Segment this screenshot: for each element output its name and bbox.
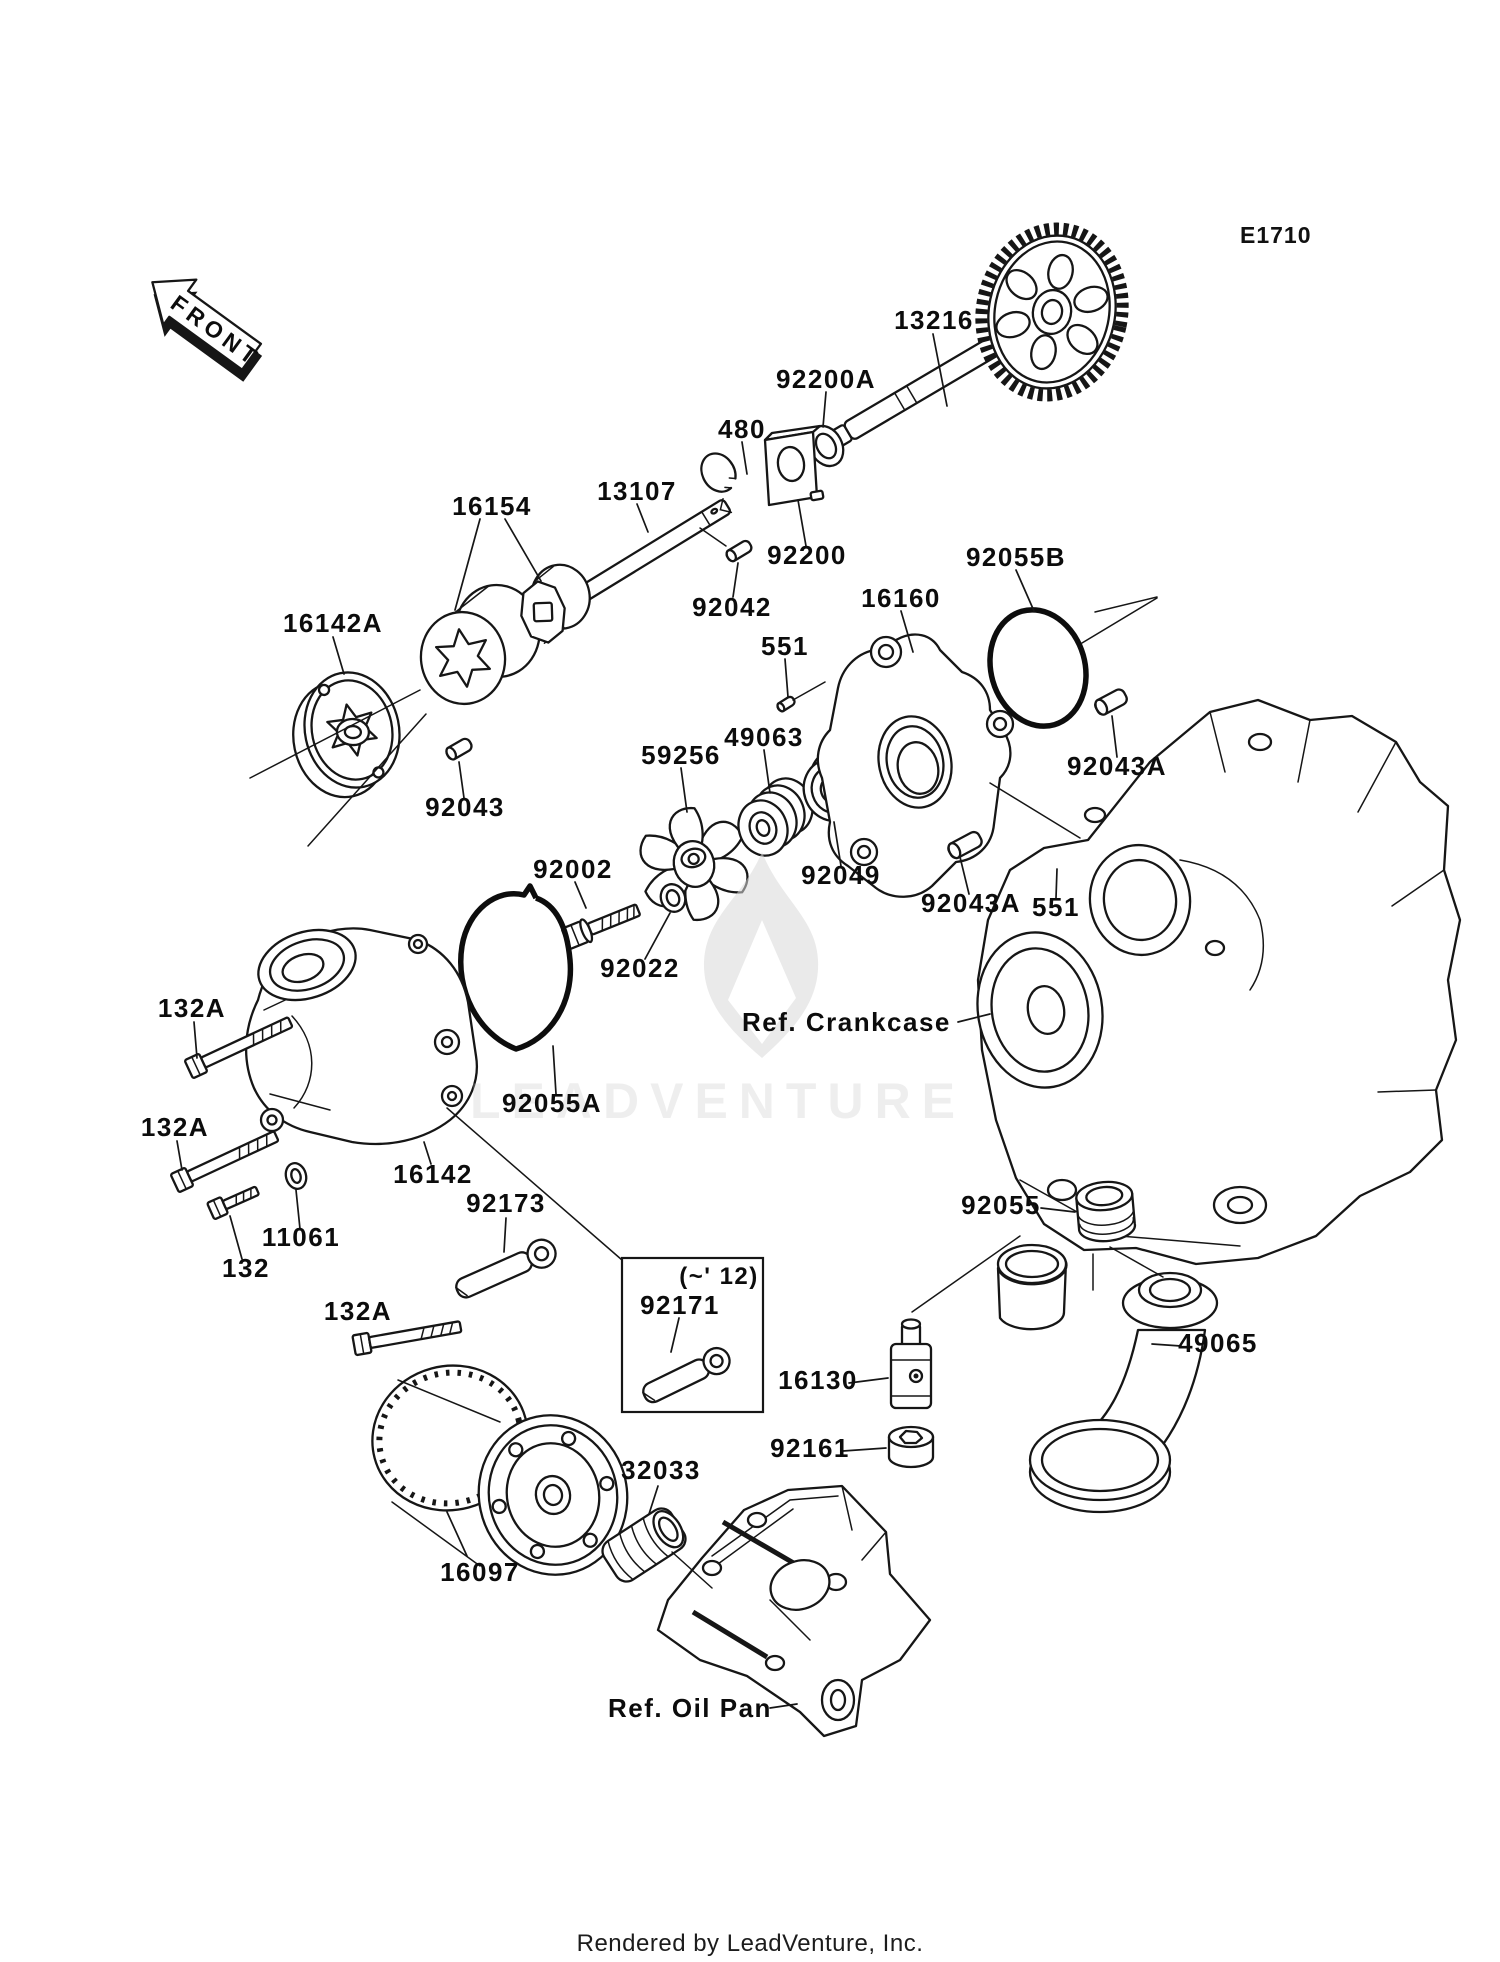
gear-shaft-13216-drawing [824, 222, 1129, 451]
part-label-11061: 11061 [262, 1222, 340, 1252]
part-label-92200a: 92200A [776, 364, 876, 394]
part-label-16142: 16142 [393, 1159, 473, 1189]
part-label-92049: 92049 [801, 860, 881, 890]
part-label-92042: 92042 [692, 592, 772, 622]
impeller-59256-drawing [639, 807, 749, 921]
shaft-13107-drawing [573, 497, 733, 604]
diagram-code: E1710 [1240, 222, 1312, 248]
part-label-92043: 92043 [425, 792, 505, 822]
plate-92200-drawing [763, 424, 825, 507]
pin-551-upper-drawing [776, 695, 796, 713]
part-label-92043a-right: 92043A [1067, 751, 1167, 781]
part-label-132a-2: 132A [141, 1112, 209, 1142]
part-label-16142a: 16142A [283, 608, 383, 638]
bracket-92173-drawing [455, 1238, 557, 1299]
part-label-92055b: 92055B [966, 542, 1066, 572]
plug-92055-drawing [1075, 1180, 1137, 1243]
part-label-16130: 16130 [778, 1365, 858, 1395]
part-label-16097: 16097 [440, 1557, 520, 1587]
crankcase-drawing [976, 698, 1462, 1266]
footer-credit: Rendered by LeadVenture, Inc. [577, 1930, 924, 1957]
leadventure-text-watermark: LEADVENTURE [470, 1073, 966, 1129]
ref-crankcase-label: Ref. Crankcase [742, 1007, 951, 1037]
bolt-132a-1-drawing [184, 1016, 294, 1079]
part-label-32033: 32033 [621, 1455, 701, 1485]
part-label-132a-3: 132A [324, 1296, 392, 1326]
part-label-92055: 92055 [961, 1190, 1041, 1220]
leader-lines [176, 333, 1182, 1709]
note-box-caption: (~' 12) [679, 1263, 759, 1290]
part-label-92171: 92171 [640, 1290, 720, 1320]
watermark-layer: LEADVENTURE [470, 852, 966, 1129]
part-label-92055a: 92055A [502, 1088, 602, 1118]
bolt-132a-3-drawing [351, 1320, 463, 1357]
pipe-32033-drawing [601, 1507, 687, 1583]
part-label-480: 480 [718, 414, 766, 444]
part-label-13107: 13107 [597, 476, 677, 506]
part-label-92173: 92173 [466, 1188, 546, 1218]
pump-cover-16160-drawing [816, 633, 1015, 898]
part-label-132: 132 [222, 1253, 270, 1283]
seal-49063-drawing [737, 777, 814, 857]
part-label-16160: 16160 [861, 583, 941, 613]
part-label-16154: 16154 [452, 491, 532, 521]
part-label-49063: 49063 [724, 722, 804, 752]
part-label-92200: 92200 [767, 540, 847, 570]
rotor-set-16154-drawing [419, 563, 591, 706]
bolt-132a-2-drawing [170, 1130, 280, 1193]
part-label-551-right: 551 [1032, 892, 1080, 922]
part-label-92161: 92161 [770, 1433, 850, 1463]
pin-92042-drawing [725, 539, 753, 563]
relief-valve-16130-drawing [889, 1318, 933, 1410]
cover-16142a-drawing [292, 671, 401, 799]
part-label-92043a-bottom: 92043A [921, 888, 1021, 918]
part-labels: E1710 13216 92200A 480 13107 16154 16142… [141, 222, 1312, 1957]
bolt-132-drawing [206, 1185, 260, 1220]
part-label-59256: 59256 [641, 740, 721, 770]
part-label-49065: 49065 [1178, 1328, 1258, 1358]
washer-92022-drawing [659, 883, 687, 913]
pump-housing-16142-drawing [245, 927, 478, 1146]
pin-92043a-bottom-drawing [947, 830, 983, 860]
pin-92043a-right-drawing [1094, 688, 1128, 716]
part-label-551-upper: 551 [761, 631, 809, 661]
oil-filter-16097-drawing [371, 1364, 629, 1576]
bolt-92002-drawing [561, 903, 641, 950]
pin-92043-drawing [445, 737, 473, 761]
oring-92055b-drawing [987, 607, 1089, 729]
oil-pan-drawing [656, 1484, 932, 1738]
gasket-11061-drawing [284, 1162, 308, 1190]
ref-oil-pan-label: Ref. Oil Pan [608, 1693, 772, 1723]
oring-92055a-drawing [458, 883, 574, 1052]
front-arrow: FRONT [151, 278, 266, 382]
circlip-480-drawing [700, 452, 737, 493]
part-label-132a-1: 132A [158, 993, 226, 1023]
damper-92161-drawing [887, 1425, 935, 1469]
note-box-92171 [620, 1256, 765, 1414]
part-label-92002: 92002 [533, 854, 613, 884]
part-label-92022: 92022 [600, 953, 680, 983]
part-label-13216: 13216 [894, 305, 974, 335]
oil-pipe-49065-drawing [996, 1243, 1219, 1514]
